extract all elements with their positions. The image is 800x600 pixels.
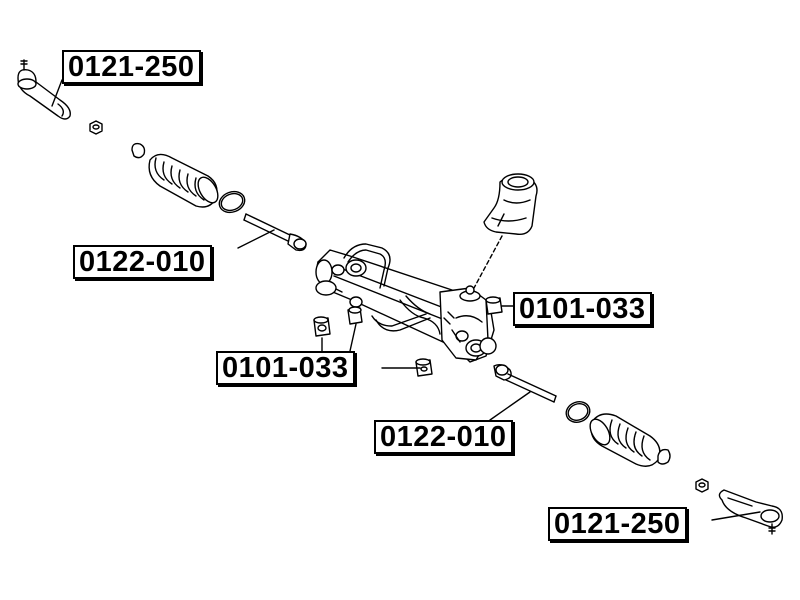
- outer-tie-rod-end-left: [17, 59, 71, 120]
- part-number-label-0121-250-right: 0121-250: [548, 507, 687, 541]
- bellows-boot-right: [589, 413, 661, 467]
- assembly-dash-line: [473, 235, 503, 289]
- rack-bushing-left-b: [347, 306, 363, 325]
- boot-clamp-small-right: [657, 448, 671, 465]
- leader-0122-010-left: [237, 229, 275, 249]
- inner-tie-rod-right: [493, 363, 557, 403]
- leader-0122-010-right: [489, 391, 531, 421]
- lock-nut-left: [89, 120, 103, 135]
- part-number-label-0122-010-right: 0122-010: [374, 420, 513, 454]
- leader-0101-033-left: [321, 323, 421, 369]
- part-number-label-0101-033-right: 0101-033: [513, 292, 652, 326]
- bellows-boot-left: [148, 153, 219, 208]
- pinion-dust-cover: [483, 173, 538, 236]
- leader-0121-250-left: [51, 79, 63, 107]
- rack-bushing-center: [415, 358, 433, 377]
- leader-lines: [51, 79, 761, 521]
- outer-tie-rod-end-right: [718, 489, 783, 535]
- rack-bushing-right-upper: [485, 296, 503, 315]
- part-number-label-0122-010-left: 0122-010: [73, 245, 212, 279]
- leader-0121-250-right: [711, 511, 761, 521]
- inner-tie-rod-left: [243, 213, 307, 252]
- boot-clamp-large-left: [218, 190, 246, 214]
- boot-clamp-large-right: [565, 401, 591, 423]
- rack-bushing-left-a: [313, 316, 331, 337]
- part-number-label-0121-250-left: 0121-250: [62, 50, 201, 84]
- rack-housing: [315, 243, 497, 363]
- part-number-label-0101-033-left: 0101-033: [216, 351, 355, 385]
- boot-clamp-small-left: [131, 142, 146, 159]
- lock-nut-right: [695, 478, 709, 493]
